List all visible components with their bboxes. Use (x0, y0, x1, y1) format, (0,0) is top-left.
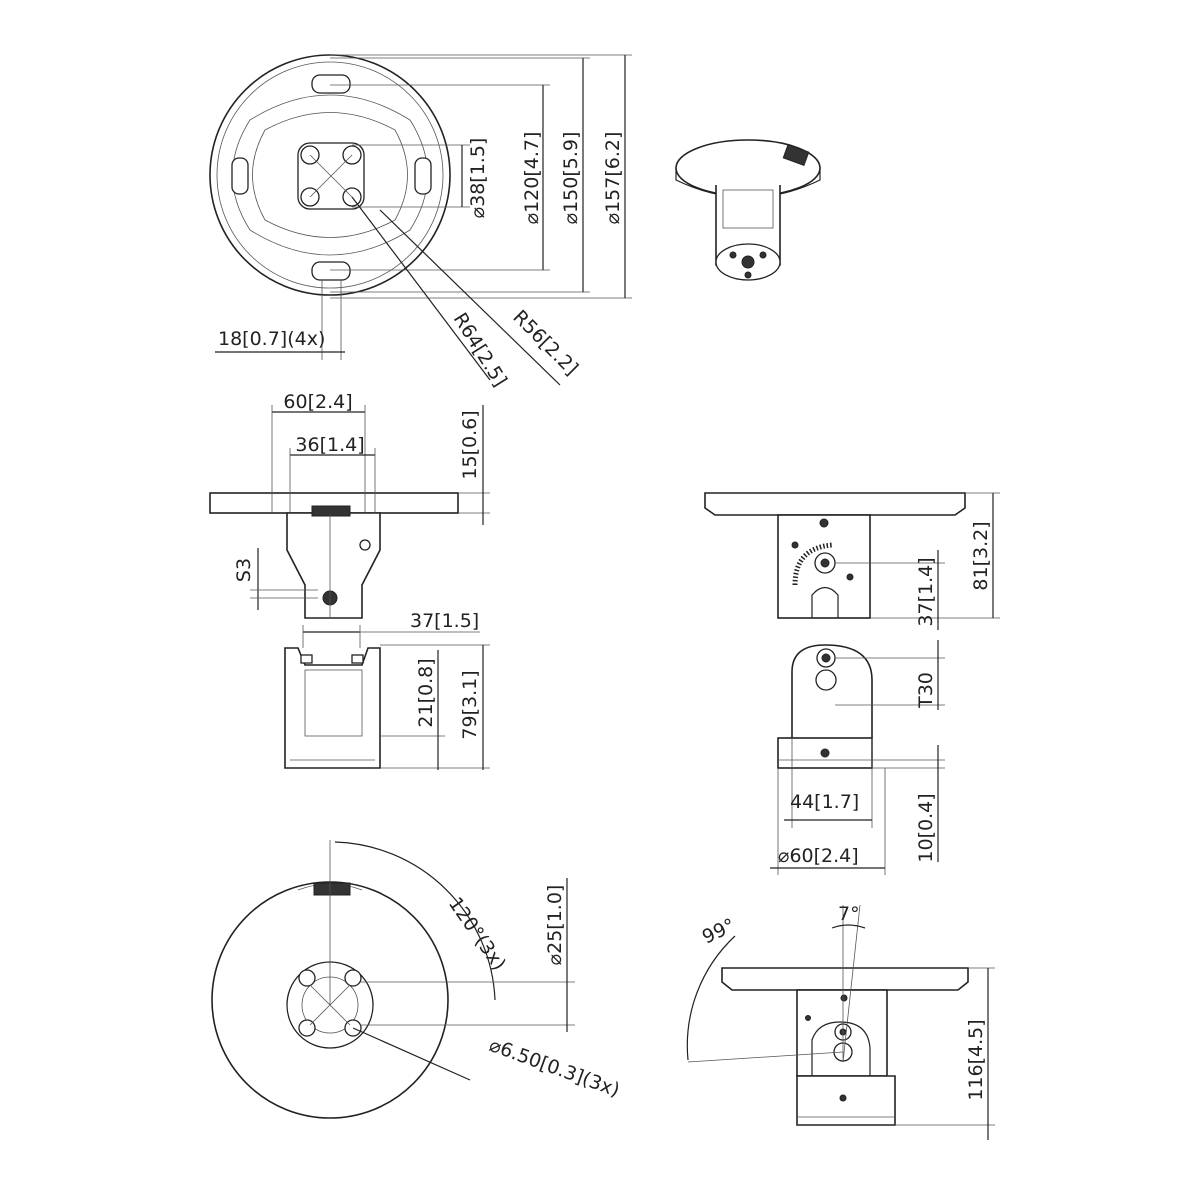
dim-h81: 81[3.2] (970, 521, 992, 590)
dim-d650: ⌀6.50[0.3](3x) (486, 1034, 622, 1102)
top-view: ⌀38[1.5] ⌀120[4.7] ⌀150[5.9] ⌀157[6.2] 1… (209, 54, 632, 391)
plate-inner-ring (216, 61, 444, 289)
dim-a7: 7° (838, 903, 860, 925)
dim-r64: R64[2.5] (449, 309, 511, 391)
dim-slot: 18[0.7](4x) (218, 328, 325, 350)
slot-bottom (311, 261, 351, 281)
tilt-arm (796, 1075, 896, 1126)
angle-arc-120 (334, 841, 496, 1001)
side-view: 81[3.2] 37[1.4] (704, 492, 1000, 630)
tilt-view: 7° 99° 116[4.5] (686, 903, 995, 1140)
iso-logo (782, 144, 810, 166)
bottom-view: 120°(3x) ⌀25[1.0] ⌀6.50[0.3](3x) (211, 840, 623, 1119)
slot-top (311, 74, 351, 94)
dim-h10: 10[0.4] (915, 793, 937, 862)
dim-s3: S3 (233, 558, 255, 582)
dim-h116: 116[4.5] (965, 1019, 987, 1100)
dim-r56: R56[2.2] (508, 306, 582, 380)
iso-bracket (722, 189, 774, 229)
dim-d60: ⌀60[2.4] (778, 845, 859, 867)
plate-cross-inner (252, 112, 408, 238)
dim-d38: ⌀38[1.5] (467, 138, 489, 219)
dim-d157: ⌀157[6.2] (602, 132, 624, 225)
bracket-view: 37[1.5] 21[0.8] 79[3.1] (284, 610, 490, 770)
dim-angle120: 120°(3x) (444, 893, 510, 974)
dim-w36: 36[1.4] (295, 434, 364, 456)
plate-cross-shape (232, 94, 428, 256)
dim-w37: 37[1.5] (410, 610, 479, 632)
bottom-logo (313, 882, 351, 896)
bracket-body (284, 647, 381, 769)
dim-h15: 15[0.6] (459, 410, 481, 479)
dim-h37: 37[1.4] (915, 557, 937, 626)
front-logo (311, 505, 351, 517)
angle-arc-99 (686, 935, 736, 1061)
arm-view: T30 44[1.7] 10[0.4] ⌀60[2.4] (770, 640, 945, 875)
dim-t30: T30 (915, 672, 937, 709)
dim-h79: 79[3.1] (459, 670, 481, 739)
dim-a99: 99° (699, 914, 739, 948)
dim-h21: 21[0.8] (415, 658, 437, 727)
tilt-plate (721, 967, 969, 991)
dim-d150: ⌀150[5.9] (560, 132, 582, 225)
isometric-view (675, 139, 821, 281)
dim-d120: ⌀120[4.7] (521, 132, 543, 225)
arm-tongue (791, 644, 873, 738)
front-view: 60[2.4] 36[1.4] 15[0.6] S3 (209, 391, 490, 619)
bracket-slot (304, 669, 363, 737)
front-column (286, 512, 381, 619)
slot-left (231, 157, 249, 195)
side-plate (704, 492, 966, 516)
dim-d25: ⌀25[1.0] (544, 885, 566, 966)
slot-right (414, 157, 432, 195)
dim-w44: 44[1.7] (790, 791, 859, 813)
dim-w60: 60[2.4] (283, 391, 352, 413)
